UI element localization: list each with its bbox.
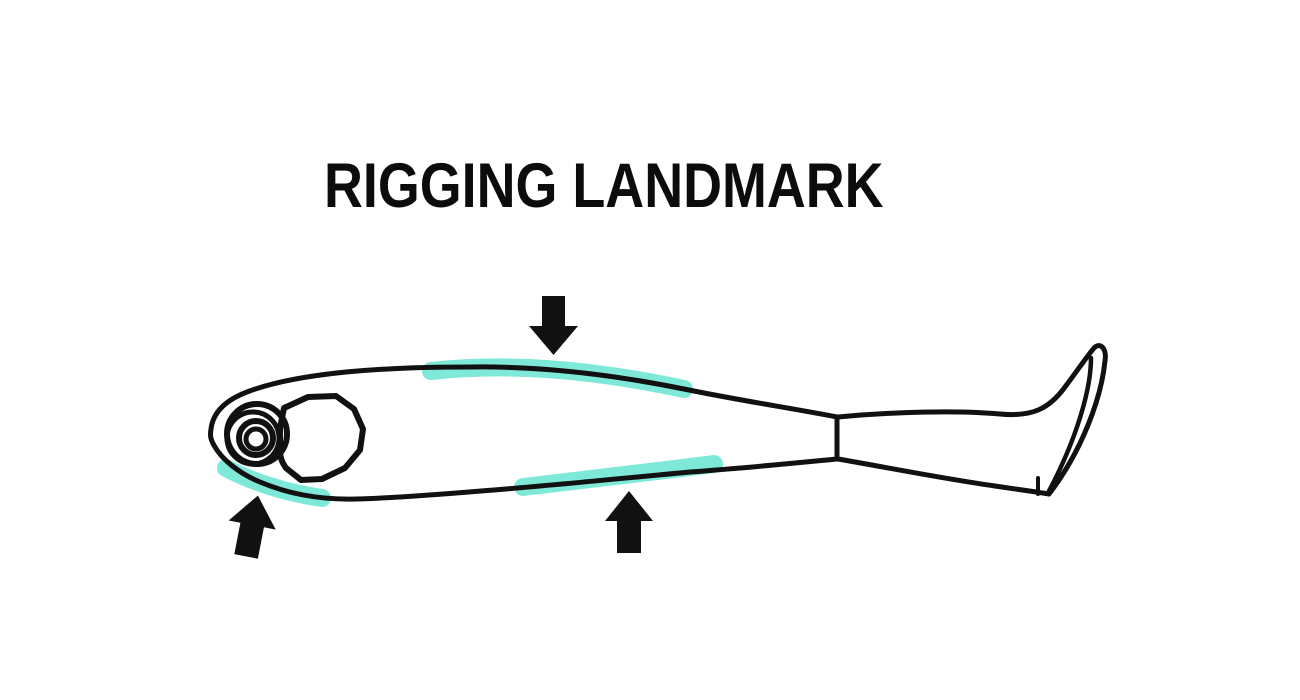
lure-tail-outer-edge — [835, 343, 1108, 497]
lure-tail-inner-line — [1046, 355, 1094, 494]
rigging-arrows — [228, 296, 653, 559]
up-arrow-belly-icon — [605, 491, 653, 553]
lure-eye-pupil — [243, 426, 269, 452]
diagram-title: RIGGING LANDMARK — [324, 151, 884, 221]
lure-eye-mid-ring — [236, 418, 276, 458]
down-arrow-icon — [529, 296, 578, 355]
lure-body-outline — [208, 364, 840, 502]
lure-tail-bottom-edge — [835, 456, 1052, 497]
up-arrow-chin-icon — [228, 495, 276, 559]
lure-gill-plate — [277, 393, 366, 483]
lure-outline — [208, 343, 1108, 502]
